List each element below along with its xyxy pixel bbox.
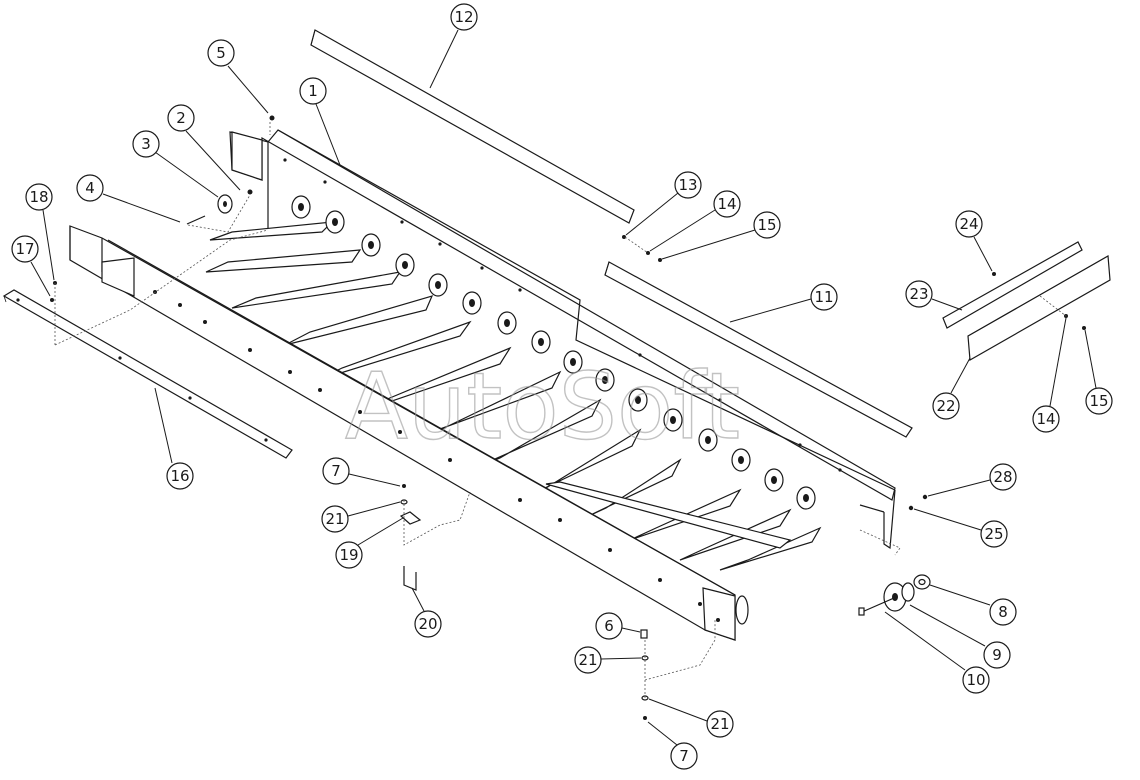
callout-14a: 14 <box>649 190 741 252</box>
frame-holes <box>283 158 842 472</box>
callout-16-label: 16 <box>170 467 189 485</box>
part-22-angle-plate <box>967 255 1111 361</box>
callout-14b: 14 <box>1032 317 1067 433</box>
callout-15b-label: 15 <box>1089 392 1108 410</box>
callout-12: 12 <box>429 3 478 89</box>
callout-6-label: 6 <box>604 617 614 635</box>
callout-10-label: 10 <box>966 671 985 689</box>
roller-wheels <box>291 195 816 510</box>
callout-24-label: 24 <box>959 215 978 233</box>
callout-2-label: 2 <box>176 109 186 127</box>
callout-15a: 15 <box>661 211 781 260</box>
callout-9: 9 <box>909 604 1011 669</box>
callout-20-label: 20 <box>418 615 437 633</box>
callout-11: 11 <box>729 283 838 323</box>
roller-bars <box>205 221 822 571</box>
front-side-rail <box>69 225 749 641</box>
part-11-right-strip <box>604 261 913 438</box>
callout-13: 13 <box>625 171 702 236</box>
callout-18: 18 <box>25 183 55 281</box>
callout-15b: 15 <box>1084 329 1113 415</box>
callout-6: 6 <box>595 612 641 640</box>
callout-20: 20 <box>411 587 442 638</box>
callout-28: 28 <box>927 463 1017 497</box>
callout-21b-label: 21 <box>578 651 597 669</box>
part-23-bracket-bar <box>942 241 1083 329</box>
callout-18-label: 18 <box>29 188 48 206</box>
callout-5: 5 <box>207 39 269 114</box>
callout-21c: 21 <box>648 698 734 738</box>
rail-holes <box>153 290 720 622</box>
part-1-frame-plate <box>229 129 896 550</box>
callout-4-label: 4 <box>85 179 95 197</box>
callout-8: 8 <box>929 584 1017 626</box>
callout-22-label: 22 <box>936 397 955 415</box>
callout-25: 25 <box>913 508 1008 548</box>
callout-15a-label: 15 <box>757 216 776 234</box>
callout-3: 3 <box>132 130 219 198</box>
callout-14a-label: 14 <box>717 195 736 213</box>
callout-10: 10 <box>884 611 990 694</box>
callout-5-label: 5 <box>216 44 226 62</box>
part-8-washer <box>913 574 931 590</box>
callout-9-label: 9 <box>992 646 1002 664</box>
callout-14b-label: 14 <box>1036 410 1055 428</box>
callout-3-label: 3 <box>141 135 151 153</box>
part-12-top-strip <box>310 29 635 224</box>
callout-1: 1 <box>299 77 341 166</box>
callout-7b-label: 7 <box>679 747 689 765</box>
callout-21a: 21 <box>321 501 401 533</box>
callout-7b: 7 <box>647 721 698 770</box>
callout-7a-label: 7 <box>331 462 341 480</box>
watermark-text: AutoSoft <box>345 353 740 460</box>
callout-21c-label: 21 <box>710 715 729 733</box>
callout-4: 4 <box>76 174 181 223</box>
part-9-pulley <box>883 582 915 612</box>
callout-12-label: 12 <box>454 8 473 26</box>
callout-11-label: 11 <box>814 288 833 306</box>
callout-19: 19 <box>335 517 404 569</box>
callout-23: 23 <box>905 280 963 311</box>
callout-17-label: 17 <box>15 240 34 258</box>
assembly-lines <box>54 122 1067 698</box>
callout-7a: 7 <box>322 457 401 487</box>
callout-2: 2 <box>167 104 241 191</box>
callout-22: 22 <box>932 357 971 420</box>
callout-24: 24 <box>955 210 993 272</box>
part-16-flat-bar <box>2 289 293 459</box>
callout-16: 16 <box>154 387 194 490</box>
callout-17: 17 <box>11 235 51 297</box>
callout-21b: 21 <box>574 646 642 674</box>
callout-1-label: 1 <box>308 82 318 100</box>
callout-19-label: 19 <box>339 546 358 564</box>
callout-25-label: 25 <box>984 525 1003 543</box>
callout-23-label: 23 <box>909 285 928 303</box>
callout-13-label: 13 <box>678 176 697 194</box>
part-19-plate <box>399 511 422 525</box>
callout-8-label: 8 <box>998 603 1008 621</box>
part-20-u-bracket <box>403 566 417 591</box>
callout-21a-label: 21 <box>325 510 344 528</box>
callout-28-label: 28 <box>993 468 1012 486</box>
part-10-bolt <box>858 597 895 616</box>
